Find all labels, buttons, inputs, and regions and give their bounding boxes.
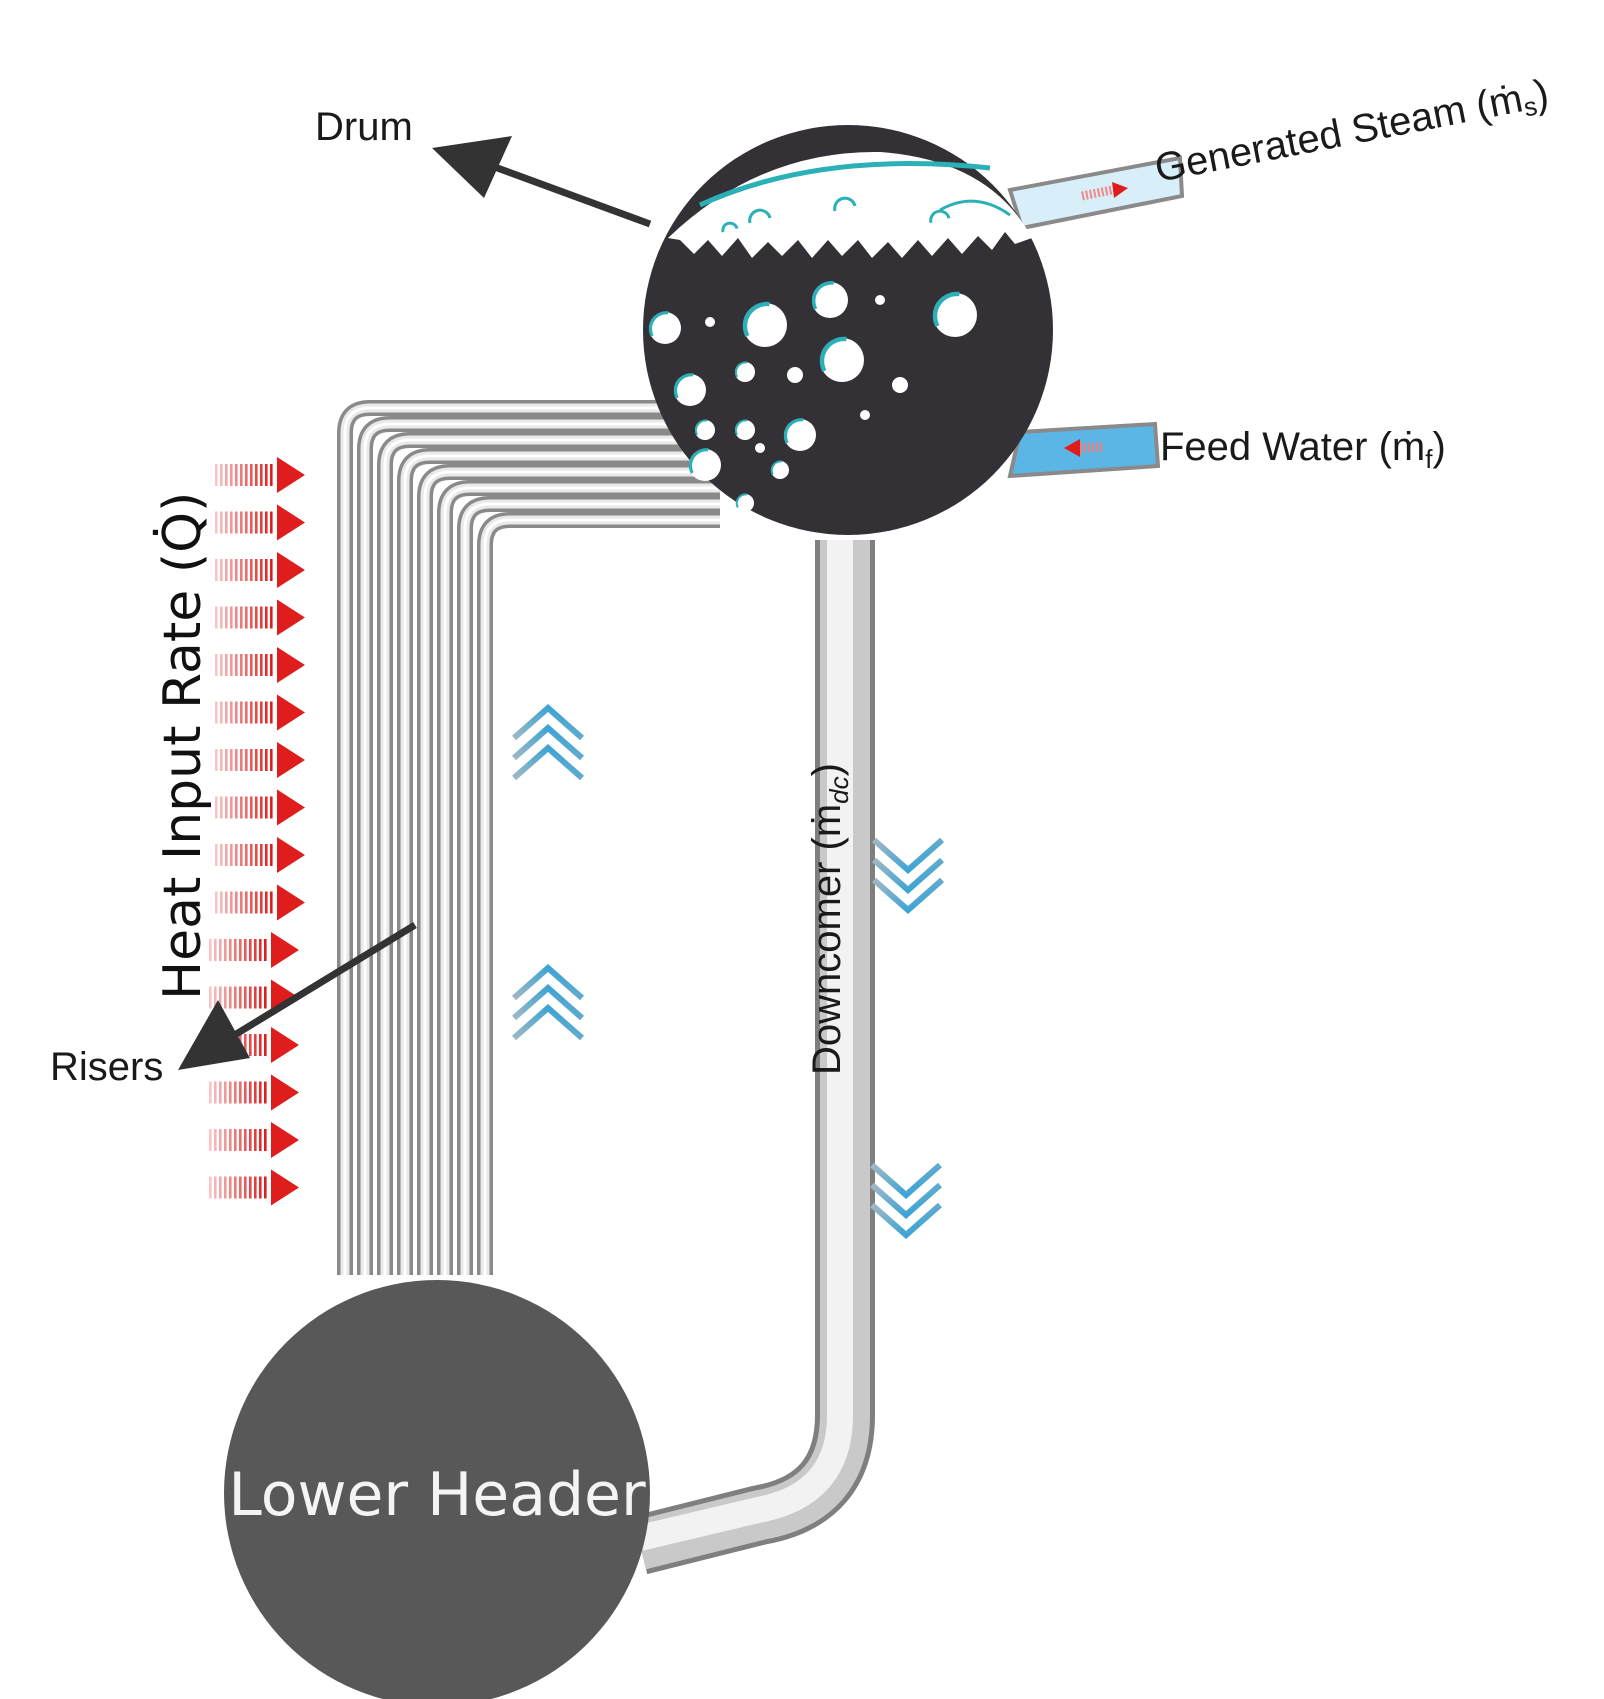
riser-tubes (337, 400, 720, 1275)
downcomer-close-paren: ) (805, 763, 849, 776)
bubble-icon (743, 303, 787, 347)
svg-text:Generated Steam (ṁs): Generated Steam (ṁs) (1151, 71, 1552, 193)
heat-arrow-icon (215, 457, 305, 493)
heat-arrow-icon (209, 1169, 299, 1206)
heat-arrow-icon (215, 694, 305, 731)
heat-arrow-icon (215, 552, 305, 588)
downcomer-label: Downcomer (ṁ (805, 804, 849, 1075)
feed-water-label: Feed Water (ṁ (1160, 425, 1425, 469)
bubble-icon (771, 461, 789, 479)
heat-arrow-icon (215, 742, 305, 778)
lower-header-label: Lower Header (228, 1460, 646, 1530)
up-chevron-icon (512, 963, 584, 1041)
heat-arrow-icon (215, 599, 305, 636)
feed-water-close-paren: ) (1432, 425, 1445, 469)
riser-tube (457, 496, 720, 1275)
drum-bubbles (648, 196, 977, 512)
heat-arrow-icon (209, 1122, 299, 1158)
risers-label: Risers (50, 1045, 163, 1089)
heat-arrow-icon (209, 932, 299, 968)
steam-bubble-icon (721, 221, 739, 233)
steam-bubble-icon (748, 208, 772, 224)
down-chevron-icon (872, 837, 944, 915)
bubble-icon (674, 374, 706, 406)
heat-arrow-icon (215, 647, 305, 683)
up-chevron-icon (512, 703, 584, 781)
riser-tube (377, 432, 720, 1275)
steam-flow-arrow-icon (1081, 182, 1128, 201)
steam-outlet-pipe (1007, 155, 1185, 231)
steam-bubble-icon (929, 209, 951, 224)
svg-text:Downcomer (ṁdc): Downcomer (ṁdc) (805, 763, 854, 1075)
heat-input-arrows (209, 457, 305, 1206)
bubble-icon (812, 282, 848, 318)
heat-arrow-icon (215, 837, 305, 873)
bubble-icon (705, 317, 715, 327)
bubble-icon (787, 367, 803, 383)
risers-pointer-arrow-icon (178, 922, 417, 1070)
bubble-icon (735, 420, 755, 440)
flow-chevrons (512, 703, 944, 1240)
heat-input-label: Heat Input Rate (Q̇) (153, 492, 213, 1000)
generated-steam-label: Generated Steam (ṁ (1151, 76, 1526, 190)
drum (643, 125, 1053, 535)
drum-label: Drum (315, 105, 413, 149)
lower-header (224, 1280, 650, 1699)
riser-tube (477, 512, 720, 1275)
bubble-icon (689, 449, 721, 481)
drum-steam-space (668, 151, 1032, 258)
drum-pointer-arrow-icon (432, 136, 652, 228)
heat-arrow-icon (215, 789, 305, 826)
bubble-icon (755, 443, 765, 453)
feed-flow-arrow-icon (1064, 439, 1103, 457)
generated-steam-subscript: s (1521, 91, 1539, 123)
bubble-icon (784, 419, 816, 451)
downcomer-subscript: dc (824, 776, 854, 803)
bubble-icon (933, 293, 977, 337)
bubble-icon (820, 338, 864, 382)
heat-arrow-icon (215, 504, 305, 541)
bubble-icon (736, 494, 754, 512)
steam-bubble-icon (833, 196, 857, 212)
bubble-icon (892, 377, 908, 393)
bubble-icon (875, 295, 885, 305)
feed-water-subscript: f (1425, 444, 1433, 474)
svg-text:Feed Water (ṁf): Feed Water (ṁf) (1160, 425, 1446, 474)
bubble-icon (649, 312, 681, 344)
bubble-icon (695, 420, 715, 440)
down-chevron-icon (870, 1162, 942, 1240)
downcomer-pipe (632, 540, 875, 1575)
heat-arrow-icon (209, 1074, 299, 1111)
feed-water-pipe (1007, 421, 1161, 479)
bubble-icon (735, 362, 755, 382)
bubble-icon (860, 410, 870, 420)
heat-arrow-icon (215, 884, 305, 921)
